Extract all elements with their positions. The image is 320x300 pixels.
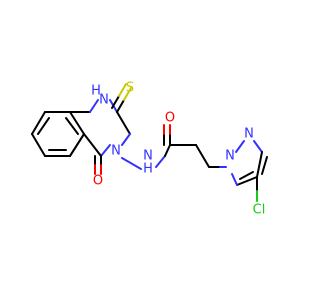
atom-label-n1: N (99, 93, 109, 108)
atom-label-cl: Cl (253, 203, 266, 218)
atom-label-n-amide: N (143, 149, 153, 164)
atom-label-n-pyrazole-2: N (244, 127, 254, 142)
pyrazole-ring (231, 140, 268, 186)
atom-label-h-amide: H (143, 162, 153, 177)
propanamide-chain (155, 144, 227, 168)
thione-group (111, 83, 132, 113)
atom-label-nh1: H (91, 84, 101, 99)
atom-label-n3: N (111, 144, 121, 159)
chemical-structure-diagram: H N S N O N H O N N Cl (31, 81, 268, 218)
ring-carbonyl-group (94, 155, 102, 175)
atom-label-s: S (126, 81, 134, 96)
amide-carbonyl-group (163, 124, 171, 146)
atom-label-o-amide: O (165, 111, 175, 126)
atom-label-o-ring: O (93, 174, 103, 189)
benzene-ring (31, 111, 85, 157)
hydrazide-link (121, 157, 142, 170)
atom-label-n-pyrazole-1: N (225, 149, 235, 164)
